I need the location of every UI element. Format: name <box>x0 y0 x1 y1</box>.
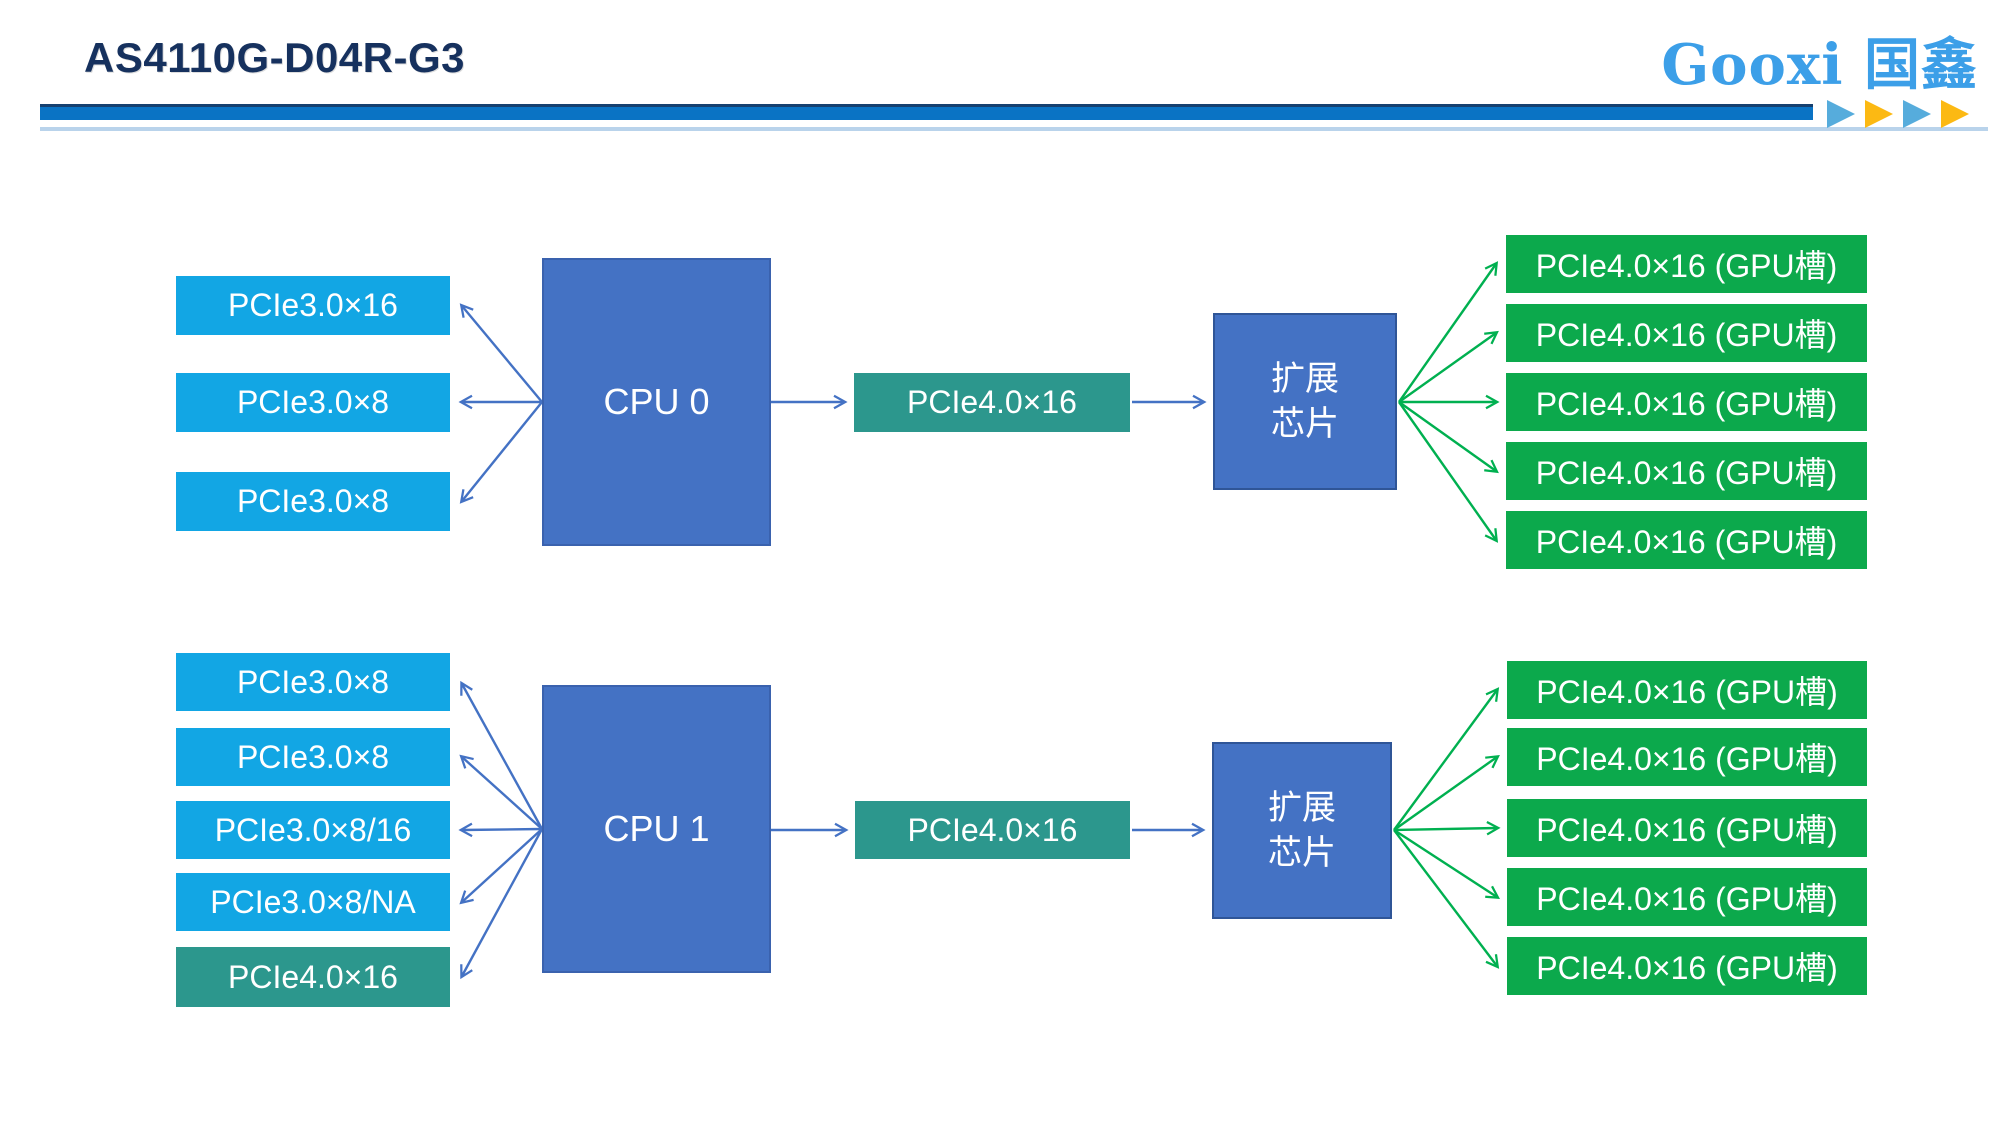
arrow-expander0-gpu4 <box>1398 401 1499 474</box>
gpu-slot: PCIe4.0×16 (GPU槽) <box>1506 373 1867 431</box>
arrow-expander0-gpu5 <box>1398 401 1499 543</box>
arrow-expander1-gpu1 <box>1393 687 1500 831</box>
play-triangle-icon <box>1941 100 1969 128</box>
arrow-expander1-gpu3 <box>1393 820 1501 836</box>
gpu-slot: PCIe4.0×16 (GPU槽) <box>1507 728 1867 786</box>
page-title: AS4110G-D04R-G3 <box>84 34 466 81</box>
gpu-slot: PCIe4.0×16 (GPU槽) <box>1507 661 1867 719</box>
gpu-slot: PCIe4.0×16 (GPU槽) <box>1506 511 1867 569</box>
arrow-cpu1-slot2 <box>459 754 543 830</box>
expander-chip-box: 扩展 芯片 <box>1212 742 1392 919</box>
pcie-slot: PCIe3.0×16 <box>176 276 450 335</box>
arrow-expander1-gpu4 <box>1393 828 1500 899</box>
cpu0-box: CPU 0 <box>542 258 771 546</box>
divider-accent-line <box>40 127 1988 131</box>
arrow-expander0-gpu2 <box>1398 330 1499 403</box>
play-triangle-icon <box>1903 100 1931 128</box>
gpu-slot: PCIe4.0×16 (GPU槽) <box>1506 235 1867 293</box>
expander-chip-label-line2: 芯片 <box>1268 833 1336 872</box>
arrow-expander0-gpu1 <box>1398 261 1499 403</box>
play-triangle-icon <box>1827 100 1855 128</box>
arrow-cpu1-slot3 <box>458 822 543 838</box>
arrow-cpu1-slot5 <box>460 828 544 980</box>
expander-chip-box: 扩展 芯片 <box>1213 313 1397 490</box>
expander-chip-label-line2: 芯片 <box>1271 404 1339 443</box>
pcie-slot: PCIe3.0×8/16 <box>176 801 450 859</box>
pcie-slot: PCIe3.0×8 <box>176 728 450 786</box>
play-triangle-icon <box>1865 100 1893 128</box>
arrow-expander1-gpu5 <box>1393 829 1500 969</box>
gpu-slot: PCIe4.0×16 (GPU槽) <box>1507 868 1867 926</box>
cpu1-box: CPU 1 <box>542 685 771 973</box>
brand-logo: Gooxi 国鑫 <box>1661 32 1978 98</box>
pcie-slot: PCIe3.0×8 <box>176 472 450 531</box>
arrow-expander1-gpu2 <box>1393 754 1500 831</box>
gpu-slot: PCIe4.0×16 (GPU槽) <box>1506 442 1867 500</box>
gpu-slot: PCIe4.0×16 (GPU槽) <box>1507 937 1867 995</box>
pcie-slot: PCIe3.0×8 <box>176 373 450 432</box>
pcie-slot: PCIe3.0×8 <box>176 653 450 711</box>
pcie-link-box: PCIe4.0×16 <box>854 373 1130 432</box>
arrow-cpu0-slot3 <box>459 401 543 504</box>
arrow-cpu0-slot1 <box>459 303 543 403</box>
gpu-slot: PCIe4.0×16 (GPU槽) <box>1507 799 1867 857</box>
arrow-cpu1-slot4 <box>459 828 543 905</box>
expander-chip-label-line1: 扩展 <box>1271 360 1339 399</box>
pcie-slot: PCIe4.0×16 <box>176 947 450 1007</box>
pcie-slot: PCIe3.0×8/NA <box>176 873 450 931</box>
divider-bar <box>40 104 1813 120</box>
arrow-cpu1-slot1 <box>460 680 544 830</box>
gpu-slot: PCIe4.0×16 (GPU槽) <box>1506 304 1867 362</box>
expander-chip-label-line1: 扩展 <box>1268 789 1336 828</box>
pcie-link-box: PCIe4.0×16 <box>855 801 1130 859</box>
